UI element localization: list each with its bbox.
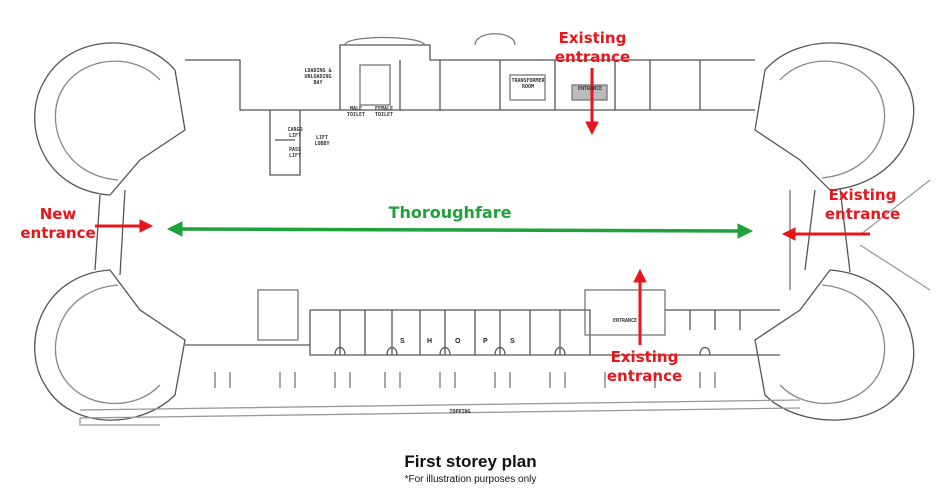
room-label-male-toilet: MALE TOILET	[346, 106, 366, 118]
thoroughfare-arrow	[166, 221, 754, 239]
room-label-entrance-top: ENTRANCE	[577, 86, 603, 92]
existing-bottom-arrow	[633, 268, 647, 345]
room-label-entrance-bottom: ENTRANCE	[612, 318, 638, 324]
existing-entrance-bottom-label: Existing entrance	[606, 348, 683, 385]
right-top-lobe	[754, 42, 915, 191]
new-entrance-arrow	[95, 219, 154, 233]
room-label-loading-bay: LOADING & UNLOADING BAY	[304, 68, 332, 86]
existing-top-arrow	[585, 68, 599, 136]
room-label-topping: TOPPING	[449, 409, 471, 415]
left-top-lobe	[34, 42, 186, 196]
room-label-transformer-room: TRANSFORMER ROOM	[511, 78, 545, 90]
room-label-lift-lobby: LIFT LOBBY	[314, 135, 330, 147]
top-building	[185, 44, 755, 111]
bottom-building	[185, 309, 780, 356]
room-label-pass-lift: PASS LIFT	[288, 147, 302, 159]
road-edge	[79, 399, 801, 419]
existing-right-arrow	[781, 227, 870, 241]
existing-entrance-top-label: Existing entrance	[554, 29, 631, 66]
shops-letter: O	[455, 338, 461, 345]
right-bottom-lobe	[754, 269, 915, 421]
figure-subtitle: *For illustration purposes only	[404, 474, 537, 485]
room-label-female-toilet: FEMALE TOILET	[374, 106, 394, 118]
room-label-cargo-lift: CARGO LIFT	[287, 127, 303, 139]
shops-letter: S	[510, 338, 515, 345]
shops-letter: H	[427, 338, 433, 345]
figure-title: First storey plan	[404, 452, 537, 471]
thoroughfare-label: Thoroughfare	[388, 203, 512, 222]
existing-entrance-right-label: Existing entrance	[824, 186, 901, 223]
new-entrance-label: New entrance	[20, 205, 96, 242]
shops-letter: S	[400, 338, 405, 345]
left-bottom-lobe	[34, 269, 186, 421]
shops-letter: P	[483, 338, 488, 345]
